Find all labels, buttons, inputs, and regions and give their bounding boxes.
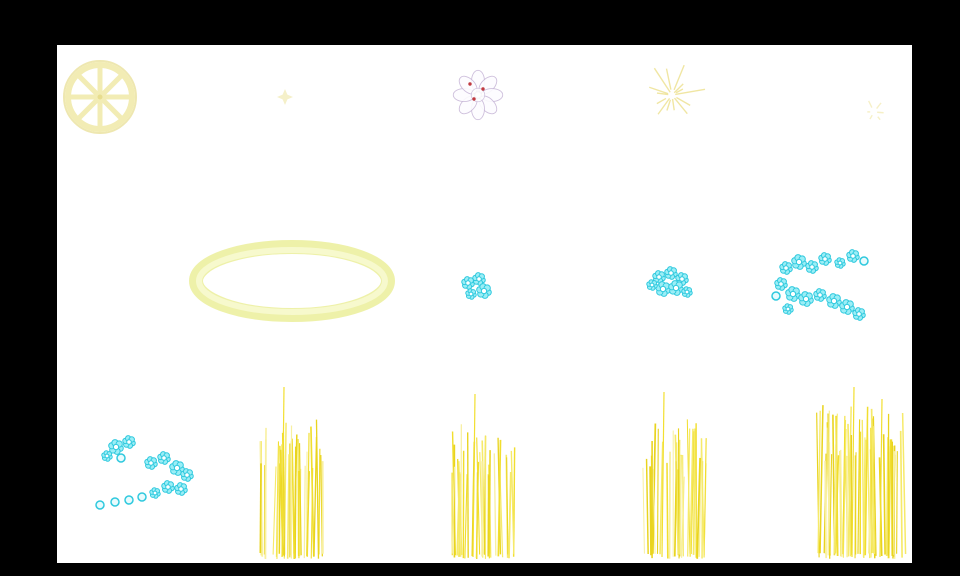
grass-clump-4 bbox=[816, 386, 907, 559]
halo-ring-sprite bbox=[189, 240, 395, 322]
cyan-flower-cluster-large bbox=[771, 249, 869, 321]
cyan-flower-cluster-small bbox=[461, 272, 492, 300]
faint-starburst-sprite bbox=[867, 100, 884, 121]
grass-clump-3 bbox=[642, 391, 707, 559]
grass-clump-2 bbox=[451, 393, 516, 559]
starburst-sprite bbox=[649, 64, 706, 115]
cyan-flower-trail bbox=[95, 435, 194, 510]
wheel-sprite bbox=[63, 60, 137, 134]
small-sparkle-sprite bbox=[277, 89, 293, 105]
grass-clump-1 bbox=[259, 386, 324, 559]
cyan-flower-cluster-medium bbox=[646, 266, 693, 298]
white-flower-burst-sprite bbox=[452, 69, 504, 121]
